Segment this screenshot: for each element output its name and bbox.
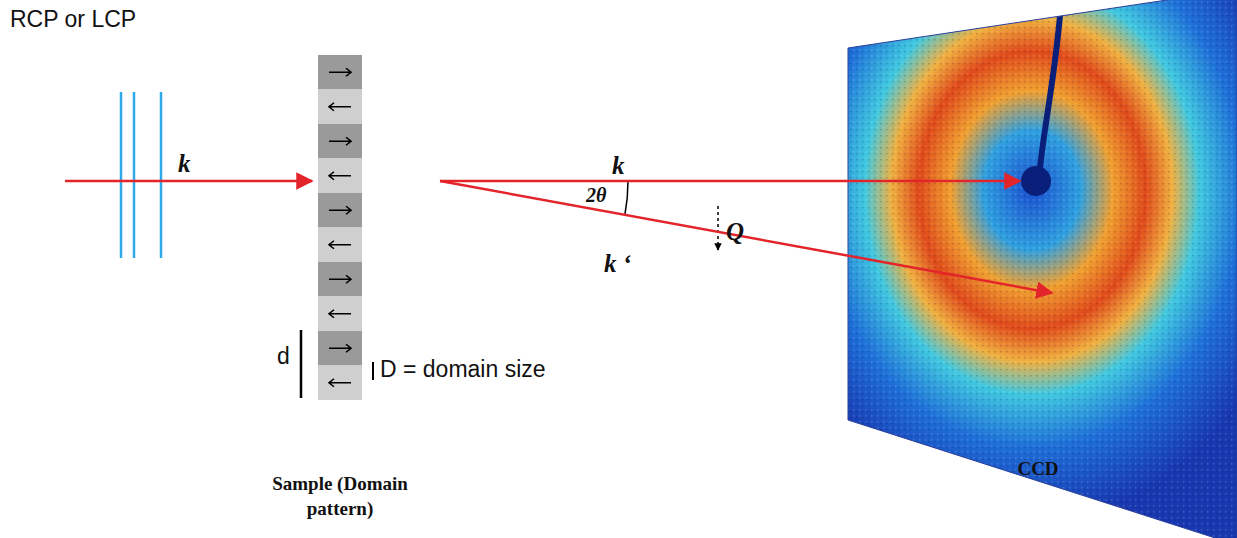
ccd-panel [840,0,1237,538]
q-arrow [717,206,719,250]
angle-arc [625,181,628,214]
node-caption: CCD [1017,456,1058,481]
q-label: Q [726,218,744,246]
beam-connector [440,180,1020,183]
polarization-label: RCP or LCP [10,6,136,33]
wavevector-label: k [612,152,625,180]
beam-connector [440,181,1052,293]
sample-block: Sample (Domain pattern) [318,55,362,400]
period-bar [300,330,303,398]
node-caption: Sample (Domain pattern) [265,471,415,521]
angle-label: 2θ [586,184,606,207]
wavevector-label: k ‘ [604,250,631,278]
domain-stripes [318,55,362,400]
wavefront [121,92,161,258]
domain-size-label: D = domain size [380,356,546,383]
wavevector-label: k [178,150,191,178]
period-label: d [277,343,290,370]
incoming-beam [65,180,312,183]
ccd-detector: CCD [848,48,1228,448]
domain-bar [372,362,374,380]
